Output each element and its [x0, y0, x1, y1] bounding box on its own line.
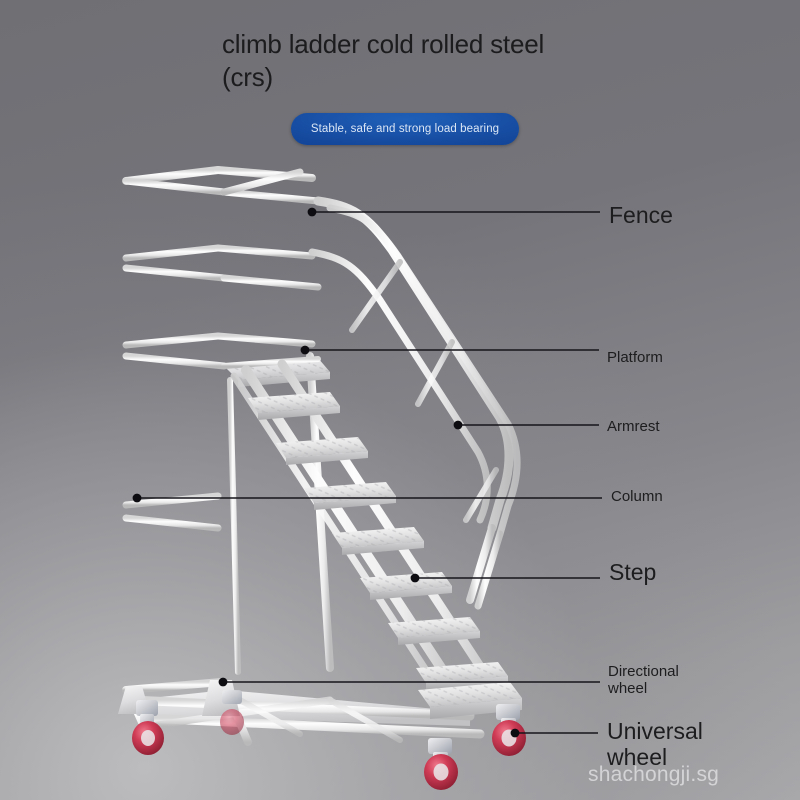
callout-label-directional-wheel: Directional wheel — [608, 663, 679, 698]
callout-label-fence: Fence — [609, 202, 673, 228]
callout-label-platform: Platform — [607, 349, 663, 366]
callout-label-armrest: Armrest — [607, 418, 660, 435]
step-treads — [248, 392, 508, 690]
page-title: climb ladder cold rolled steel (crs) — [222, 29, 545, 92]
callout-label-column: Column — [611, 488, 663, 505]
feature-badge: Stable, safe and strong load bearing — [291, 113, 519, 145]
leader-dot-directional-wheel — [218, 677, 228, 687]
callout-label-universal-wheel: Universal wheel — [607, 718, 703, 771]
caster-rear-right — [220, 690, 244, 735]
callout-label-step: Step — [609, 559, 657, 585]
leader-dot-column — [132, 493, 142, 503]
caster-rear-left — [132, 700, 164, 755]
leader-dot-platform — [300, 345, 310, 355]
leader-dot-step — [410, 573, 420, 583]
leader-dot-universal-wheel — [510, 728, 520, 738]
leader-dot-armrest — [453, 420, 463, 430]
feature-badge-label: Stable, safe and strong load bearing — [310, 123, 500, 135]
caster-front-left — [424, 738, 458, 790]
leader-dot-fence — [307, 207, 317, 217]
